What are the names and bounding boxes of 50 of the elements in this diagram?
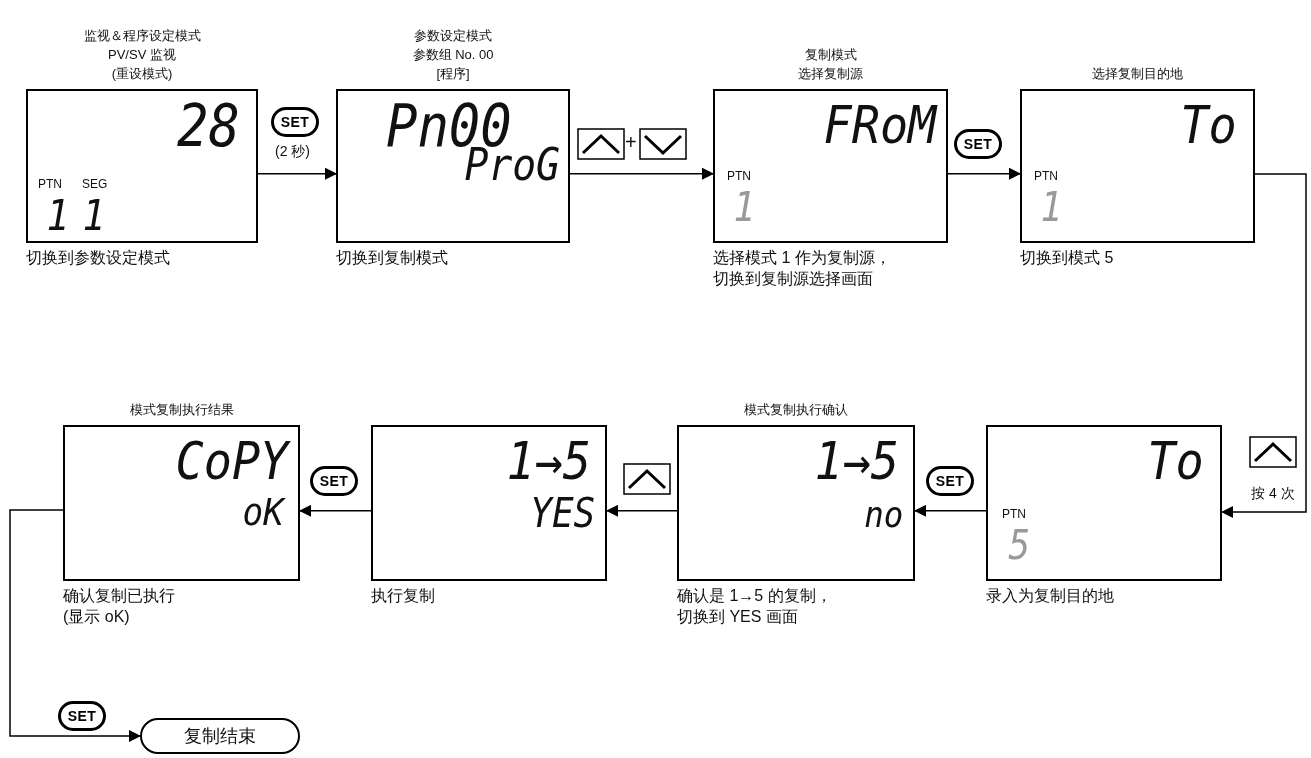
arrow (606, 504, 678, 517)
display-reading: FRoM (823, 99, 936, 151)
arrow (1221, 173, 1307, 518)
terminator: 复制结束 (140, 718, 300, 754)
display-reading: 28 (177, 97, 240, 155)
mode-heading: 复制模式选择复制源 (798, 46, 863, 83)
step-description: 确认是 1→5 的复制，切换到 YES 画面 (677, 586, 833, 627)
set-key: SET (310, 466, 358, 496)
display-reading: YES (529, 493, 595, 533)
display-reading: 5 (1008, 525, 1031, 565)
display-reading: 1 (733, 187, 756, 227)
arrow (299, 504, 372, 517)
display-reading: 1 (82, 195, 106, 237)
step-description: 执行复制 (371, 586, 436, 606)
arrow (257, 167, 337, 180)
display-reading: 1 (46, 195, 70, 237)
display-reading: no (864, 497, 903, 533)
step-description: 切换到复制模式 (336, 248, 449, 268)
plus-sign: + (625, 131, 637, 153)
arrow (569, 167, 714, 180)
display-reading: To (1147, 435, 1204, 487)
edge-label: (2 秒) (275, 142, 310, 160)
set-key: SET (58, 701, 106, 731)
display-indicator: PTN (38, 177, 62, 191)
display-indicator: PTN (1002, 507, 1026, 521)
step-description: 切换到参数设定模式 (26, 248, 171, 268)
step-description: 录入为复制目的地 (986, 586, 1115, 606)
edge-label: 按 4 次 (1251, 484, 1295, 502)
step-description: 切换到模式 5 (1020, 248, 1115, 268)
display-indicator: SEG (82, 177, 108, 191)
set-key: SET (271, 107, 319, 137)
set-key: SET (954, 129, 1002, 159)
display-indicator: PTN (1034, 169, 1058, 183)
display-indicator: PTN (727, 169, 751, 183)
mode-heading: 模式复制执行确认 (744, 401, 848, 419)
arrow (947, 167, 1021, 180)
mode-heading: 模式复制执行结果 (129, 401, 234, 419)
display-reading: 1 (1040, 187, 1063, 227)
mode-heading: 选择复制目的地 (1092, 65, 1183, 83)
step-description: 确认复制已执行(显示 oK) (63, 586, 176, 627)
display-reading: 1→5 (506, 435, 591, 487)
arrow (9, 509, 141, 742)
set-key: SET (926, 466, 974, 496)
arrow (914, 504, 987, 517)
mode-heading: 监视＆程序设定模式PV/SV 监视(重设模式) (83, 27, 201, 83)
display-reading: 1→5 (814, 435, 899, 487)
display-reading: oK (242, 493, 284, 531)
mode-heading: 参数设定模式参数组 No. 00[程序] (412, 27, 494, 83)
display-reading: To (1180, 99, 1237, 151)
step-description: 选择模式 1 作为复制源，切换到复制源选择画面 (713, 248, 892, 289)
